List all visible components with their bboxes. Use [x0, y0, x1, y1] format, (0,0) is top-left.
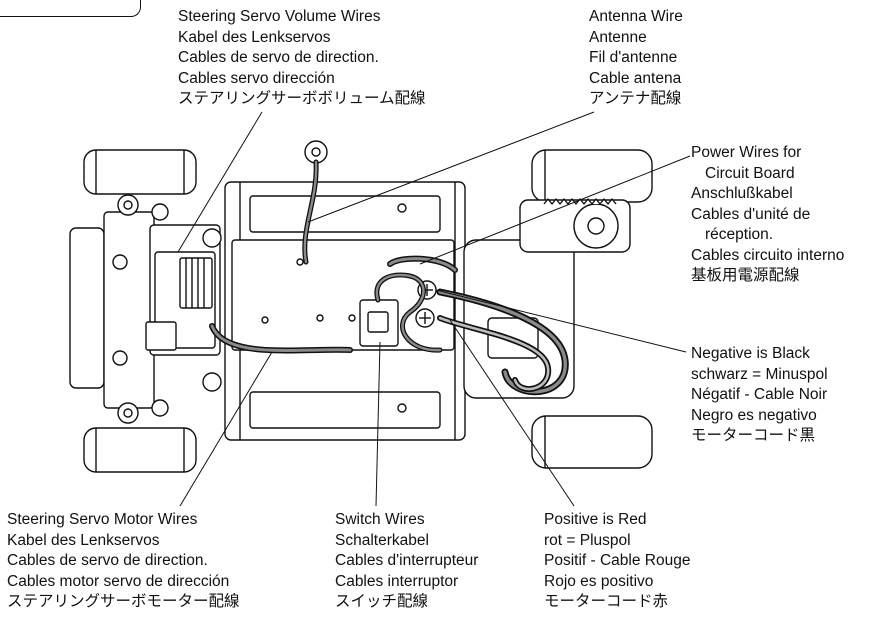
power-wires-path — [387, 255, 458, 273]
rear-left-wheel — [531, 149, 653, 203]
leader-steering-servo-motor — [179, 351, 273, 507]
leader-switch-wires — [375, 341, 381, 507]
front-right-wheel — [83, 427, 197, 473]
callout-steering-servo-motor-wires: Steering Servo Motor Wires Kabel des Len… — [7, 511, 240, 610]
leader-antenna-wire — [307, 111, 595, 223]
front-left-wheel — [83, 149, 197, 195]
motor-red-wire — [437, 315, 552, 392]
leader-power-wires — [419, 155, 691, 265]
steering-servo — [145, 251, 216, 351]
antenna-wire — [302, 159, 319, 265]
callout-positive-red: Positive is Red rot = Pluspol Positif - … — [544, 511, 691, 610]
callout-power-wires: Power Wires for Circuit Board Anschlußka… — [691, 144, 845, 284]
steering-knuckles — [117, 194, 169, 424]
servo-motor-wires — [209, 323, 353, 354]
callout-antenna-wire: Antenna Wire Antenne Fil d'antenne Cable… — [589, 8, 683, 107]
front-bumper — [69, 211, 155, 409]
leader-positive-red — [449, 319, 575, 507]
rear-right-wheel — [531, 415, 653, 469]
callout-steering-servo-volume-wires: Steering Servo Volume Wires Kabel des Le… — [178, 8, 426, 107]
leader-steering-servo-volume — [177, 111, 263, 253]
callout-negative-black: Negative is Black schwarz = Minuspol Nég… — [691, 345, 828, 444]
switch-wires-path — [374, 272, 443, 353]
callout-switch-wires: Switch Wires Schalterkabel Cables d'inte… — [335, 511, 479, 610]
header-tab-outline — [0, 0, 141, 17]
switch-block — [359, 299, 399, 347]
leader-negative-black — [435, 289, 687, 353]
